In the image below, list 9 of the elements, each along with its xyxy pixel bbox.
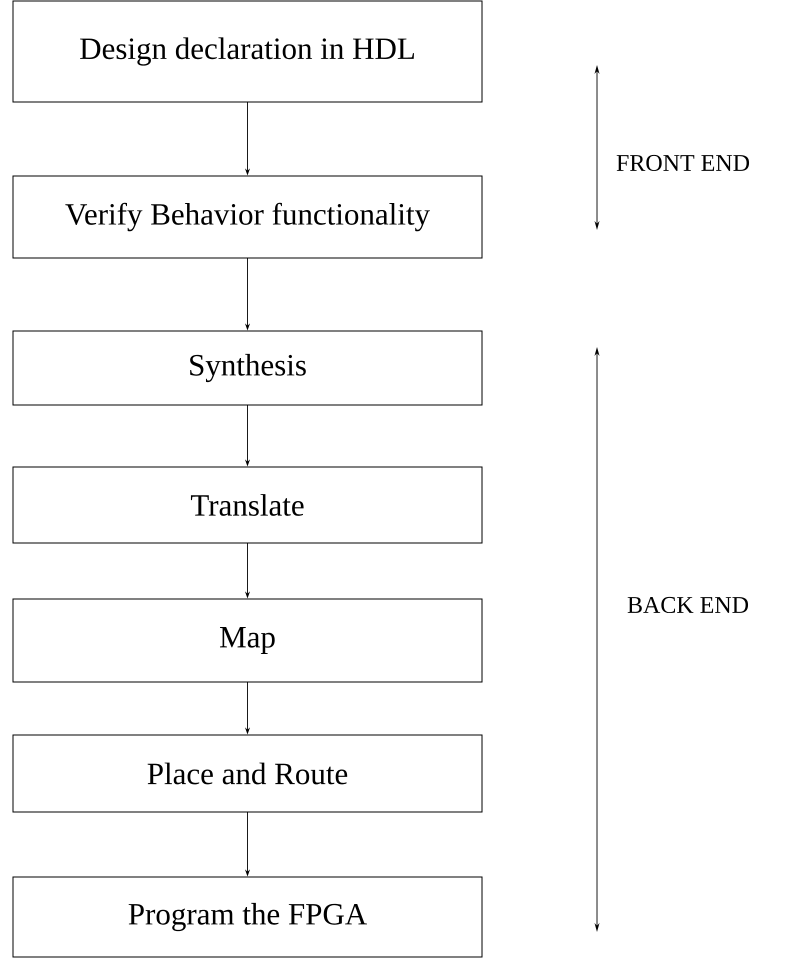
section-label: BACK END: [628, 596, 748, 614]
process-box: Map: [12, 598, 482, 682]
process-box: Verify Behavior functionality: [12, 176, 482, 258]
section-label: FRONT END: [616, 154, 750, 172]
process-box: Translate: [12, 466, 482, 544]
process-box: Place and Route: [12, 734, 482, 812]
process-box: Design declaration in HDL: [12, 0, 482, 102]
process-box: Program the FPGA: [12, 876, 482, 958]
process-box: Synthesis: [12, 330, 482, 406]
